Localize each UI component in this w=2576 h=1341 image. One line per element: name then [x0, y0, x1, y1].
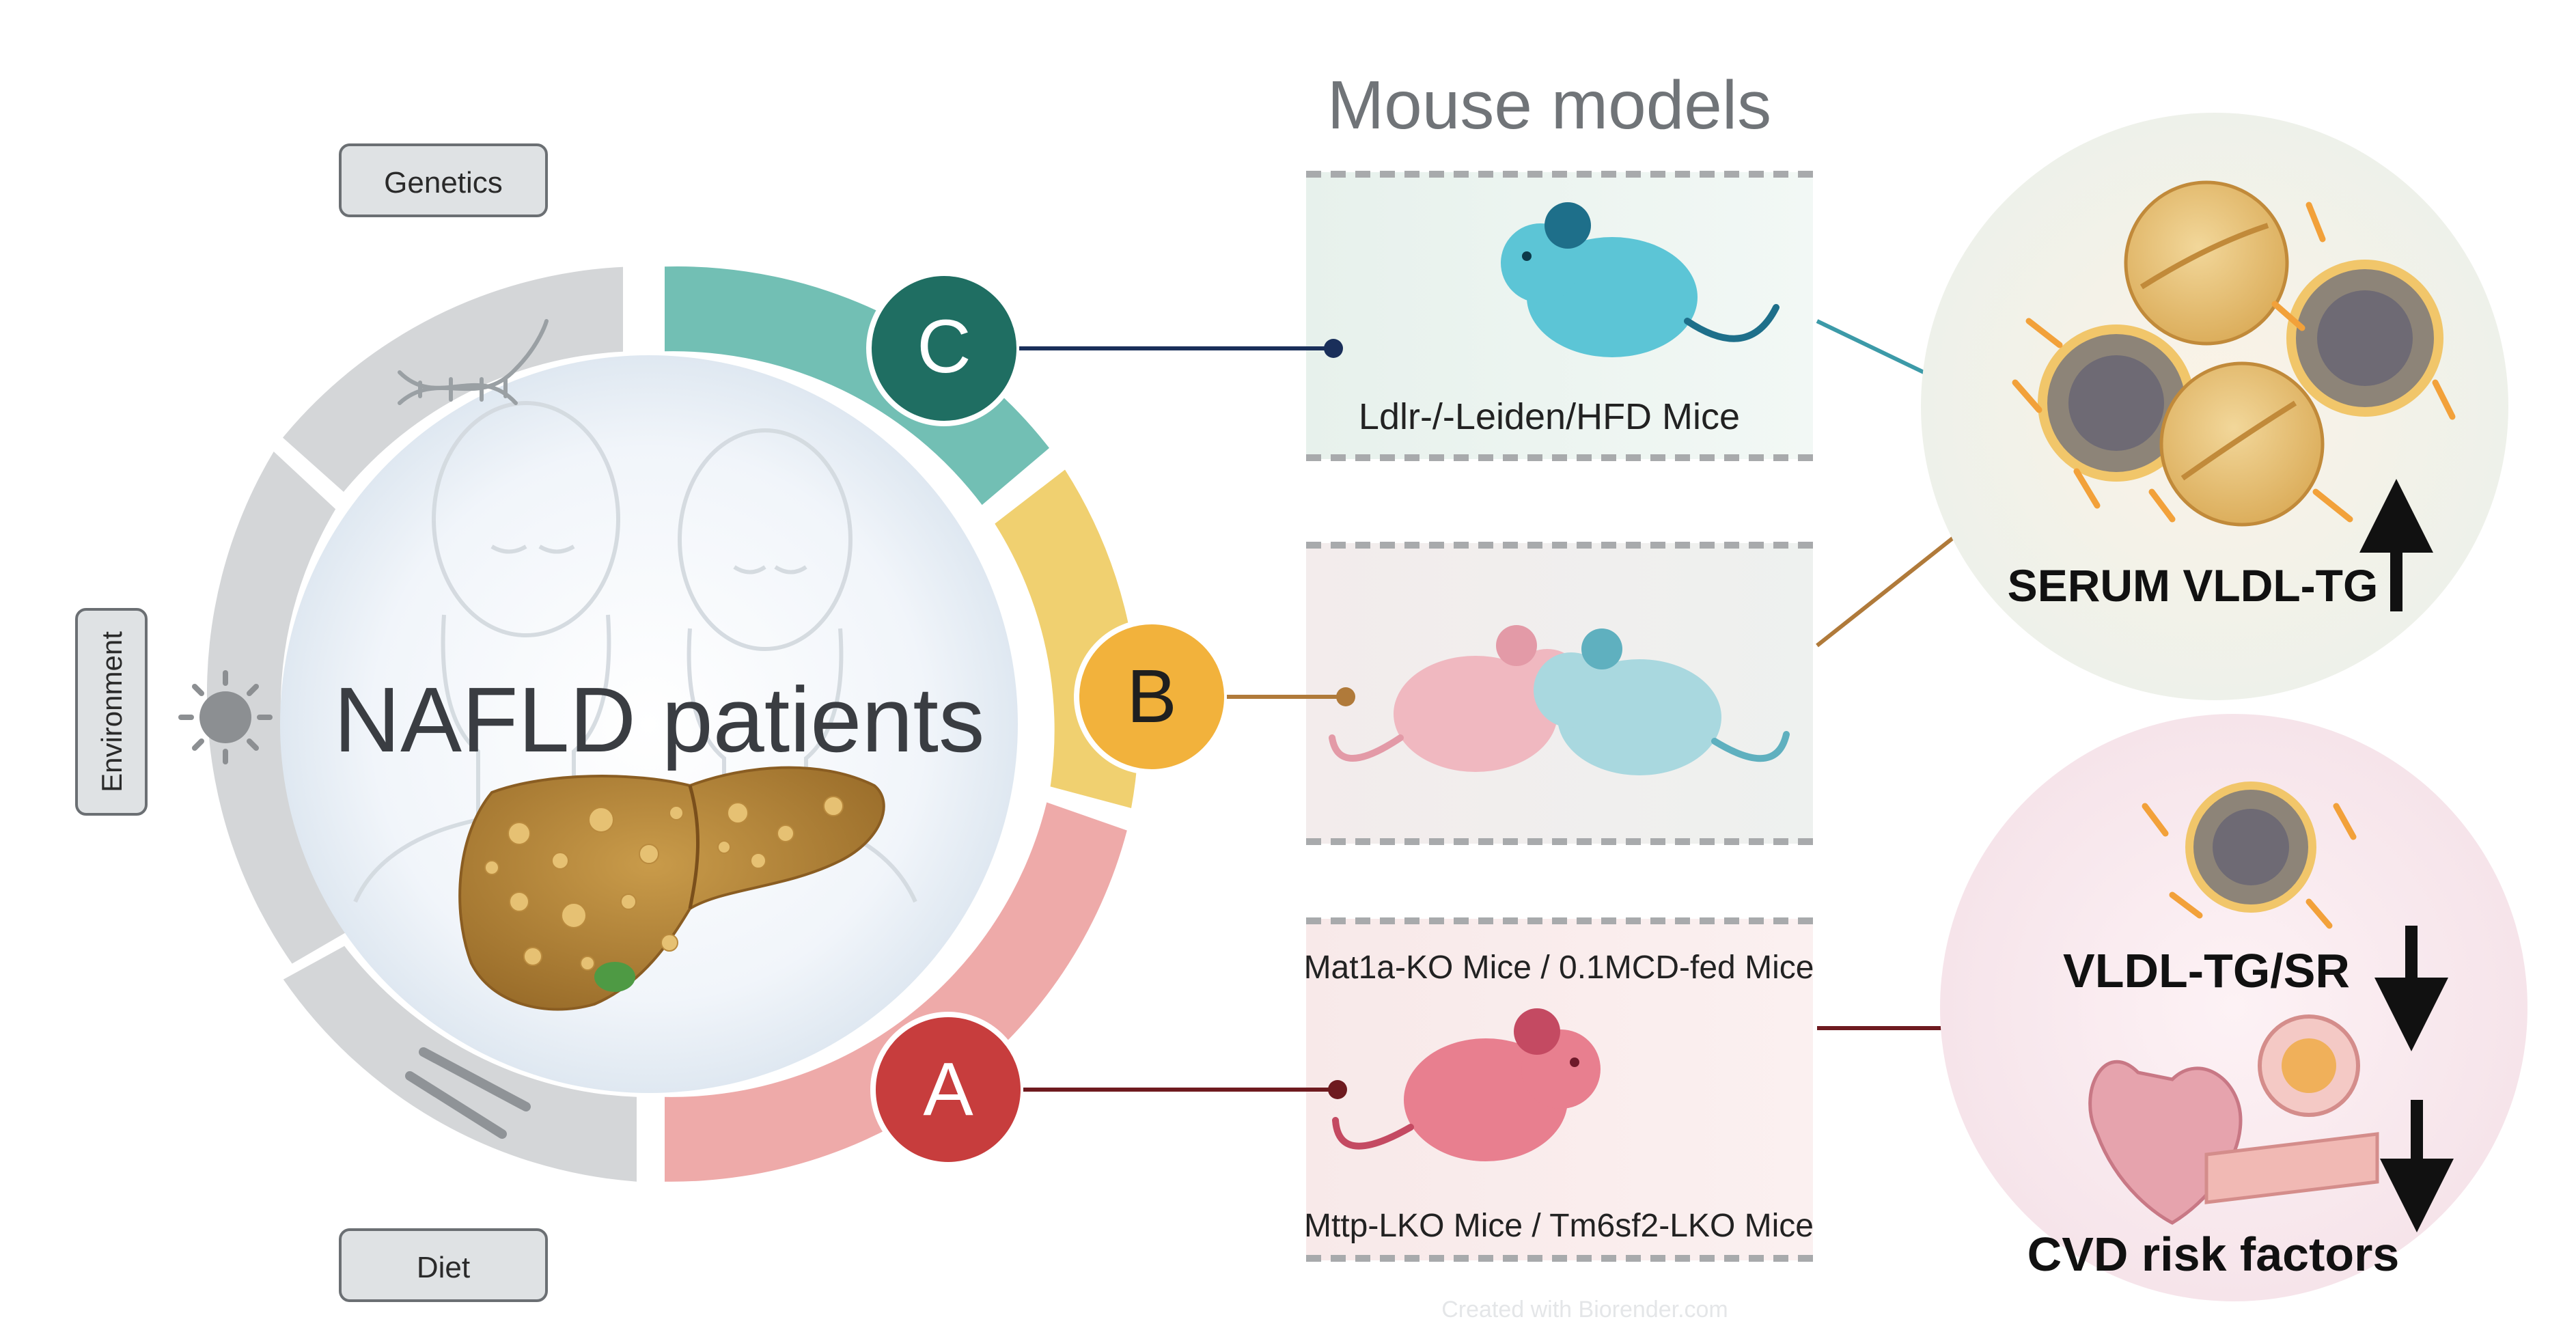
- model-a-caption-top: Mat1a-KO Mice / 0.1MCD-fed Mice: [1304, 950, 1814, 986]
- artery-icon: [2204, 1014, 2379, 1204]
- badge-a: A: [870, 1012, 1026, 1167]
- genetics-label-box: Genetics: [339, 143, 548, 217]
- segment-environment: [206, 452, 351, 964]
- badge-a-letter: A: [923, 1047, 973, 1131]
- mouse-red-icon: [1332, 1008, 1601, 1161]
- vldl-particle-small: [2142, 782, 2357, 929]
- segment-pink-a: [665, 802, 1127, 1182]
- model-panel-a: Mat1a-KO Mice / 0.1MCD-fed Mice Mttp-LKO…: [1304, 917, 1814, 1262]
- factor-ring: C B A NAFLD patients: [178, 266, 1230, 1182]
- watermark: Created with Biorender.com: [1441, 1297, 1728, 1323]
- badge-c-letter: C: [917, 305, 971, 389]
- outcome-bottom-label-2: CVD risk factors: [2027, 1228, 2400, 1281]
- mouse-lightblue-icon: [1534, 628, 1790, 775]
- cutlery-icon: [405, 1047, 531, 1139]
- outcome-bottom: VLDL-TG/SR CVD risk factors: [1940, 714, 2527, 1301]
- mouse-blue-icon: [1501, 202, 1779, 357]
- outcome-top: SERUM VLDL-TG: [1921, 113, 2508, 700]
- model-a-caption-bottom: Mttp-LKO Mice / Tm6sf2-LKO Mice: [1304, 1208, 1814, 1244]
- segment-diet: [283, 945, 637, 1182]
- badge-c: C: [866, 271, 1022, 426]
- diet-label: Diet: [417, 1251, 470, 1284]
- environment-label-box: Environment: [75, 608, 148, 816]
- diet-label-box: Diet: [339, 1228, 548, 1302]
- genetics-label: Genetics: [384, 166, 503, 199]
- outcome-bottom-label-1: VLDL-TG/SR: [2063, 944, 2350, 997]
- heart-icon: [2088, 1060, 2243, 1225]
- badge-b: B: [1074, 619, 1230, 775]
- segment-teal-c: [665, 266, 1049, 506]
- dna-icon: [398, 319, 549, 405]
- outcome-top-label: SERUM VLDL-TG: [2008, 560, 2379, 611]
- mouse-models-title: Mouse models: [1327, 67, 1771, 143]
- fatty-liver-illustration: [458, 766, 885, 1011]
- center-title: NAFLD patients: [334, 668, 985, 771]
- badge-b-letter: B: [1126, 654, 1176, 738]
- model-panel-b: [1306, 542, 1813, 845]
- environment-label: Environment: [96, 631, 128, 792]
- model-panel-c: Ldlr-/-Leiden/HFD Mice: [1306, 171, 1813, 461]
- vldl-particles: [2012, 180, 2456, 527]
- model-c-caption: Ldlr-/-Leiden/HFD Mice: [1359, 396, 1740, 437]
- sun-icon: [178, 670, 273, 764]
